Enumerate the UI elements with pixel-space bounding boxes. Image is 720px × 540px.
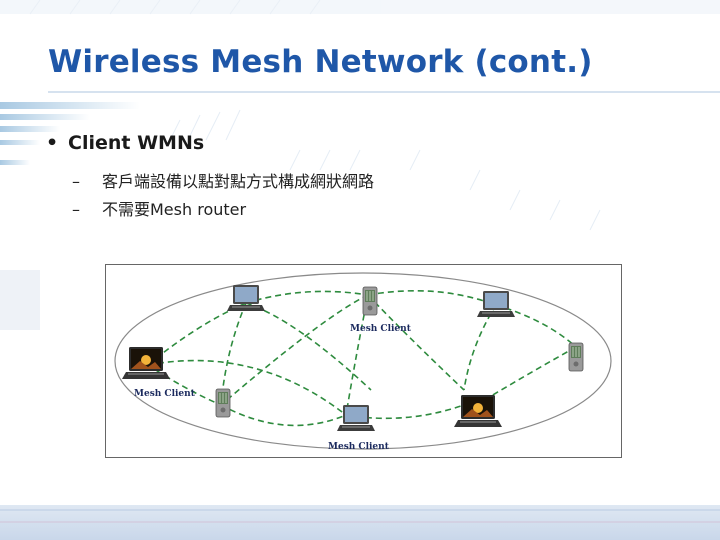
pda-icon bbox=[362, 286, 378, 316]
bullet-text: Client WMNs bbox=[68, 132, 205, 154]
subitem-1: – 客戶端設備以點對點方式構成網狀網路 bbox=[72, 168, 374, 192]
network-boundary-ellipse bbox=[114, 272, 612, 450]
subitem-2: – 不需要Mesh router bbox=[72, 196, 246, 220]
mesh-network-diagram: Mesh Client Mesh Client Mesh Client bbox=[114, 272, 612, 452]
bullet-marker: • bbox=[46, 132, 59, 154]
laptop-icon bbox=[122, 347, 170, 379]
subitem-text: 不需要Mesh router bbox=[102, 200, 247, 219]
slide-title: Wireless Mesh Network (cont.) bbox=[48, 44, 593, 80]
subitem-marker: – bbox=[72, 200, 80, 219]
laptop-icon bbox=[477, 291, 515, 317]
laptop-icon bbox=[454, 395, 502, 427]
mesh-network-figure: Mesh Client Mesh Client Mesh Client bbox=[105, 264, 622, 458]
bullet-client-wmns: • Client WMNs bbox=[46, 132, 204, 154]
subitem-marker: – bbox=[72, 172, 80, 191]
pda-icon bbox=[568, 342, 584, 372]
subitem-text: 客戶端設備以點對點方式構成網狀網路 bbox=[102, 172, 375, 191]
label-mesh-client-bottom: Mesh Client bbox=[328, 442, 390, 452]
pda-icon bbox=[215, 388, 231, 418]
laptop-icon bbox=[227, 285, 265, 311]
label-mesh-client-top: Mesh Client bbox=[350, 324, 412, 334]
label-mesh-client-left: Mesh Client bbox=[134, 389, 196, 399]
